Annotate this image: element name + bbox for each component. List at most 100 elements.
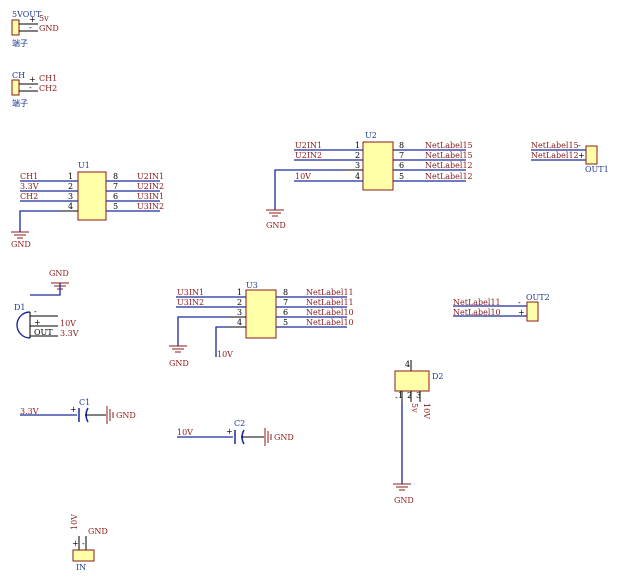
svg-text:NetLabel10: NetLabel10 [306, 318, 354, 327]
net-label-in-10v: 10V [70, 514, 79, 530]
svg-text:7: 7 [399, 151, 404, 160]
designator-d1: D1 [14, 303, 26, 312]
svg-text:NetLabel11: NetLabel11 [306, 298, 354, 307]
regulator-d2[interactable]: 4 D2 1 2 3 - 5v 10V GND [393, 360, 444, 505]
designator-in: IN [76, 563, 86, 572]
svg-text:+: + [29, 75, 36, 84]
net-label-d1-3v3: 3.3V [60, 329, 79, 338]
net-label-5v: 5v [39, 14, 49, 23]
ic-u3-body [245, 289, 277, 339]
svg-text:NetLabel11: NetLabel11 [306, 288, 354, 297]
net-label-d1-10v: 10V [60, 319, 76, 328]
regulator-d1[interactable]: GND D1 - + OUT 10V 3.3V [14, 269, 79, 339]
net-label-in-gnd: GND [88, 527, 108, 536]
svg-text:5: 5 [399, 172, 404, 181]
svg-text:CH2: CH2 [20, 192, 38, 201]
svg-text:8: 8 [399, 141, 404, 150]
svg-text:3: 3 [237, 308, 242, 317]
net-label-c1-3v3: 3.3V [20, 407, 39, 416]
svg-text:+: + [518, 308, 525, 317]
ic-u3[interactable]: U3 GND 10V 1 2 3 4 8 7 6 5 U3IN1 U3IN2 N… [169, 281, 354, 368]
ic-u1-body [77, 171, 107, 221]
svg-text:2: 2 [355, 151, 360, 160]
svg-text:-: - [395, 393, 398, 402]
ic-u2[interactable]: U2 GND 1 2 3 4 8 7 6 5 U2IN1 U2IN2 10V N… [266, 131, 473, 230]
svg-text:3: 3 [68, 192, 73, 201]
svg-text:3: 3 [416, 391, 421, 400]
svg-text:10V: 10V [295, 172, 311, 181]
net-label-u3-10v: 10V [217, 350, 233, 359]
svg-text:-: - [29, 83, 32, 92]
designator-ch: CH [12, 71, 25, 80]
svg-text:-: - [518, 298, 521, 307]
connector-out1-body [585, 145, 598, 165]
net-label-d2-gnd: GND [394, 496, 414, 505]
ic-u2-body [362, 141, 394, 191]
svg-text:NetLabel12: NetLabel12 [425, 172, 473, 181]
net-label-u2-gnd: GND [266, 221, 286, 230]
svg-text:8: 8 [113, 172, 118, 181]
net-label-d2-5v: 5v [410, 403, 419, 413]
svg-text:NetLabel12: NetLabel12 [425, 161, 473, 170]
connector-in[interactable]: 10V GND + - IN [70, 514, 108, 572]
svg-text:OUT: OUT [34, 328, 53, 337]
svg-text:4: 4 [405, 360, 410, 369]
svg-text:NetLabel10: NetLabel10 [306, 308, 354, 317]
svg-text:7: 7 [113, 182, 118, 191]
svg-text:+: + [70, 405, 77, 414]
svg-text:U2IN1: U2IN1 [295, 141, 322, 150]
svg-text:5: 5 [113, 202, 118, 211]
designator-c2: C2 [234, 419, 245, 428]
svg-text:6: 6 [113, 192, 118, 201]
svg-text:U3IN1: U3IN1 [137, 192, 164, 201]
value-5vout: 端子 [12, 38, 28, 48]
svg-text:4: 4 [68, 202, 73, 211]
svg-text:U3IN2: U3IN2 [177, 298, 204, 307]
designator-5vout: 5VOUT [12, 10, 42, 19]
svg-text:6: 6 [283, 308, 288, 317]
svg-text:NetLabel11: NetLabel11 [453, 298, 501, 307]
net-label-d2-10v: 10V [422, 403, 431, 419]
designator-u2: U2 [365, 131, 377, 140]
connector-ch[interactable]: CH + - CH1 CH2 端子 [11, 71, 57, 108]
svg-text:+: + [34, 318, 41, 327]
svg-text:-: - [34, 307, 37, 316]
ic-u1[interactable]: U1 GND 1 2 3 4 8 7 6 5 CH1 3.3V CH2 U2IN… [11, 161, 164, 249]
connector-in-body [72, 549, 95, 562]
value-ch: 端子 [12, 98, 28, 108]
svg-text:NetLabel15: NetLabel15 [425, 151, 473, 160]
capacitor-c1[interactable]: 3.3V C1 + GND [20, 398, 136, 424]
svg-text:3: 3 [355, 161, 360, 170]
svg-text:U2IN1: U2IN1 [137, 172, 164, 181]
connector-out1[interactable]: NetLabel15 NetLabel12 - + OUT1 [531, 141, 609, 174]
designator-c1: C1 [79, 398, 90, 407]
svg-text:NetLabel15: NetLabel15 [425, 141, 473, 150]
svg-text:CH1: CH1 [20, 172, 38, 181]
svg-text:+: + [578, 151, 585, 160]
designator-d2: D2 [432, 372, 444, 381]
svg-text:6: 6 [399, 161, 404, 170]
net-label-c2-gnd: GND [274, 433, 294, 442]
svg-text:U2IN2: U2IN2 [137, 182, 164, 191]
capacitor-c2[interactable]: 10V C2 + GND [177, 419, 294, 446]
net-label-c2-10v: 10V [177, 428, 193, 437]
svg-text:NetLabel15: NetLabel15 [531, 141, 579, 150]
net-label-u1-gnd: GND [11, 240, 31, 249]
svg-text:2: 2 [237, 298, 242, 307]
svg-text:5: 5 [283, 318, 288, 327]
svg-text:1: 1 [68, 172, 73, 181]
svg-text:2: 2 [68, 182, 73, 191]
svg-text:-: - [578, 141, 581, 150]
svg-text:U2IN2: U2IN2 [295, 151, 322, 160]
connector-ch-body [11, 79, 20, 96]
connector-out2[interactable]: OUT2 NetLabel11 NetLabel10 - + [453, 293, 550, 322]
connector-5vout-body [11, 19, 20, 36]
svg-text:1: 1 [355, 141, 360, 150]
svg-text:4: 4 [237, 318, 242, 327]
connector-out2-body [526, 301, 539, 322]
net-label-u3-gnd: GND [169, 359, 189, 368]
connector-5vout[interactable]: 5VOUT + - 5v GND 端子 [11, 10, 59, 48]
regulator-d2-body [394, 370, 430, 392]
svg-text:+: + [29, 15, 36, 24]
svg-text:3.3V: 3.3V [20, 182, 39, 191]
